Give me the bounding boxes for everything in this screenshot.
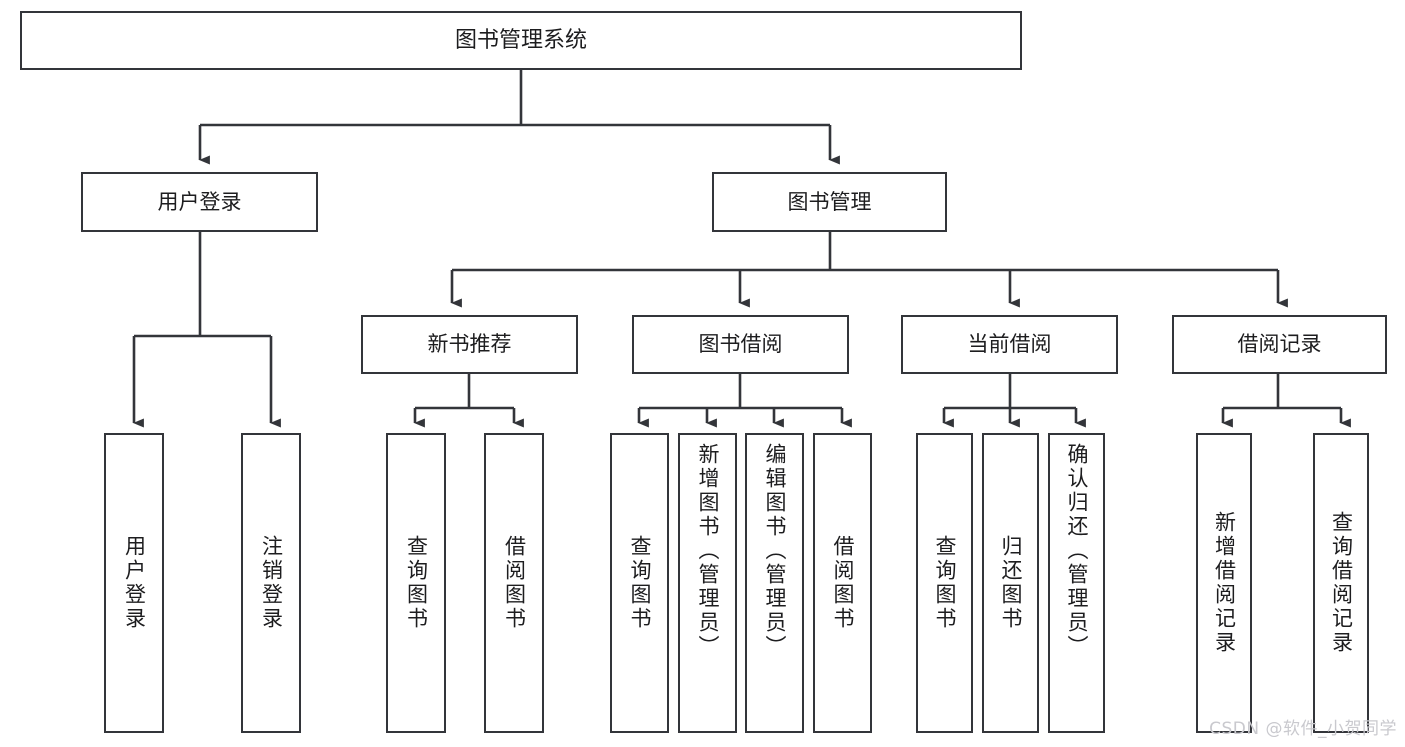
node-label: 当前借阅	[967, 332, 1052, 357]
leaf-current-borrow-confirm-return-admin[interactable]: 确认归还（管理员）	[1048, 433, 1105, 733]
node-label: 查询图书	[933, 535, 957, 631]
leaf-book-borrow-add-book-admin[interactable]: 新增图书（管理员）	[678, 433, 737, 733]
node-label: 图书借阅	[698, 332, 783, 357]
node-book-management[interactable]: 图书管理	[712, 172, 947, 232]
node-borrow-record[interactable]: 借阅记录	[1172, 315, 1387, 374]
node-new-book-recommend[interactable]: 新书推荐	[361, 315, 578, 374]
node-label: 新增图书（管理员）	[696, 443, 720, 659]
node-label: 新书推荐	[427, 332, 512, 357]
watermark-text: CSDN @软件_小贺同学	[1209, 719, 1397, 739]
node-label: 借阅图书	[502, 535, 527, 631]
node-label: 借阅图书	[831, 535, 855, 631]
leaf-book-borrow-edit-book-admin[interactable]: 编辑图书（管理员）	[745, 433, 804, 733]
node-label: 查询借阅记录	[1329, 511, 1354, 655]
leaf-new-book-query-book[interactable]: 查询图书	[386, 433, 446, 733]
leaf-book-borrow-borrow-book[interactable]: 借阅图书	[813, 433, 872, 733]
node-user-login[interactable]: 用户登录	[81, 172, 318, 232]
node-label: 注销登录	[259, 535, 284, 631]
leaf-user-login-login[interactable]: 用户登录	[104, 433, 164, 733]
node-label: 确认归还（管理员）	[1065, 443, 1089, 659]
node-label: 新增借阅记录	[1212, 511, 1237, 655]
node-book-borrow[interactable]: 图书借阅	[632, 315, 849, 374]
leaf-user-login-logout[interactable]: 注销登录	[241, 433, 301, 733]
leaf-book-borrow-query-book[interactable]: 查询图书	[610, 433, 669, 733]
leaf-current-borrow-return-book[interactable]: 归还图书	[982, 433, 1039, 733]
node-label: 归还图书	[999, 535, 1023, 631]
node-label: 用户登录	[122, 535, 147, 631]
leaf-borrow-record-add-record[interactable]: 新增借阅记录	[1196, 433, 1252, 733]
node-current-borrow[interactable]: 当前借阅	[901, 315, 1118, 374]
node-label: 用户登录	[157, 189, 242, 214]
node-root-book-management-system[interactable]: 图书管理系统	[20, 11, 1022, 70]
leaf-current-borrow-query-book[interactable]: 查询图书	[916, 433, 973, 733]
node-label: 查询图书	[404, 535, 429, 631]
leaf-new-book-borrow-book[interactable]: 借阅图书	[484, 433, 544, 733]
leaf-borrow-record-query-record[interactable]: 查询借阅记录	[1313, 433, 1369, 733]
node-label: 图书管理	[787, 189, 872, 214]
node-label: 编辑图书（管理员）	[763, 443, 787, 659]
node-label: 借阅记录	[1237, 332, 1322, 357]
node-label: 图书管理系统	[454, 27, 587, 53]
node-label: 查询图书	[628, 535, 652, 631]
